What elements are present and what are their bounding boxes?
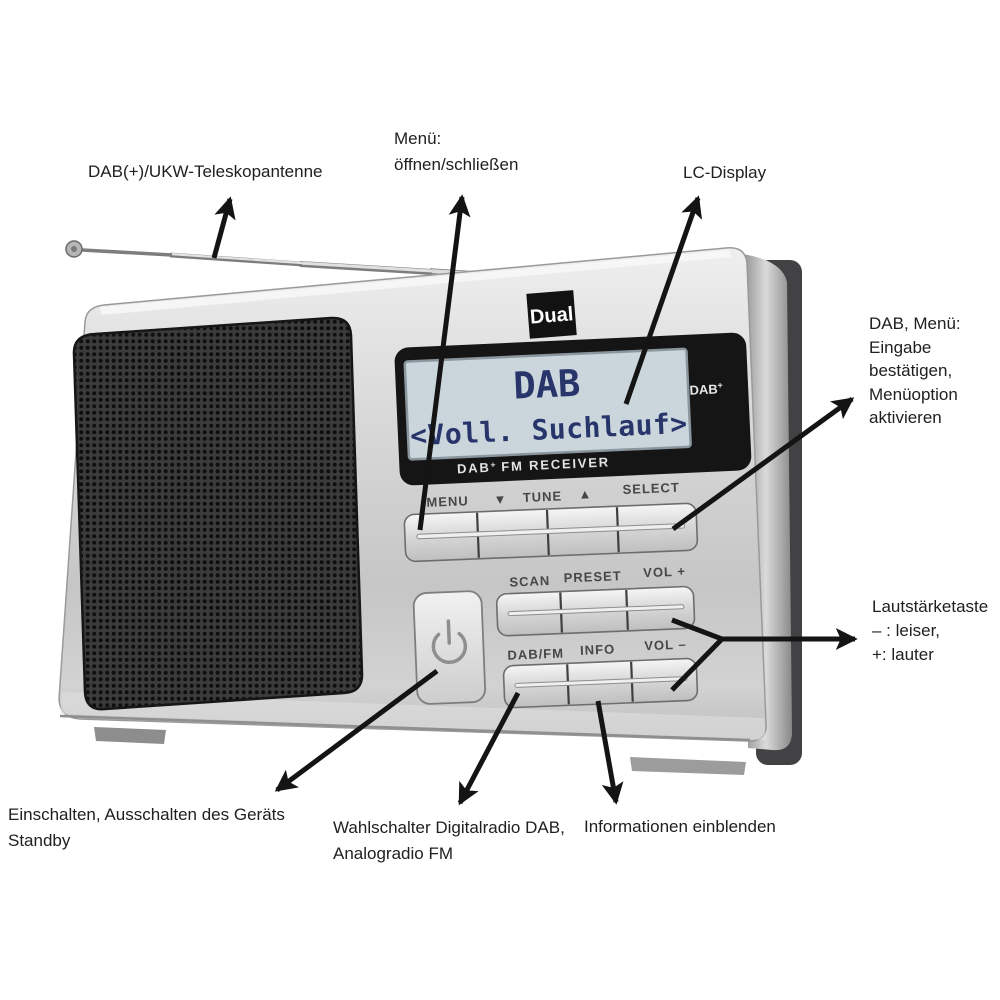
row2-rocker — [495, 585, 696, 637]
vol-minus-button-label: VOL – — [644, 637, 687, 654]
label-mode-switch: Wahlschalter Digitalradio DAB, Analograd… — [333, 815, 565, 867]
receiver-caption-sup: + — [490, 459, 497, 469]
scan-button[interactable] — [496, 592, 562, 637]
label-volume-line3: +: lauter — [872, 645, 934, 664]
front-bottom-edge — [59, 714, 751, 742]
speaker-grille — [72, 316, 364, 711]
vol-minus-button[interactable] — [631, 658, 698, 703]
tune-label: TUNE — [522, 488, 562, 505]
lcd-screen — [403, 347, 692, 461]
display-panel: DAB <Voll. Suchlauf> DAB+ DAB+FM RECEIVE… — [394, 332, 752, 486]
power-arrow — [274, 668, 439, 793]
select-arrow — [671, 396, 855, 532]
label-mode-line2: Analogradio FM — [333, 844, 454, 863]
info-button[interactable] — [567, 661, 633, 706]
label-select-line4: Menüoption — [869, 384, 958, 404]
preset-button[interactable] — [560, 589, 628, 634]
label-power-line2: Standby — [8, 831, 71, 850]
preset-button-label: PRESET — [563, 568, 622, 585]
brand-logo: Dual — [526, 290, 577, 339]
menu-button-label: MENU — [426, 493, 469, 510]
label-volume-line1: Lautstärketaste — [872, 597, 989, 616]
label-antenna-line: DAB(+)/UKW-Teleskopantenne — [88, 162, 323, 181]
tune-down-label: ▼ — [493, 492, 507, 508]
receiver-caption-post: FM RECEIVER — [501, 454, 610, 474]
select-button-label: SELECT — [622, 480, 680, 497]
info-button-label: INFO — [580, 641, 616, 657]
dab-plus-badge: DAB+ — [689, 380, 723, 398]
label-power-line1: Einschalten, Ausschalten des Geräts — [8, 805, 285, 824]
tune-rocker — [403, 502, 699, 563]
label-select-line3: bestätigen, — [869, 361, 953, 380]
label-volume-keys: Lautstärketaste – : leiser, +: lauter — [872, 595, 988, 667]
dab-plus-badge-text: DAB — [689, 381, 718, 397]
dab-fm-button-label: DAB/FM — [507, 645, 564, 662]
vol-plus-button-label: VOL + — [643, 564, 686, 581]
label-select-line2: Eingabe — [869, 337, 932, 357]
receiver-caption-pre: DAB — [457, 460, 491, 477]
label-show-info-line: Informationen einblenden — [584, 817, 776, 836]
select-button[interactable] — [617, 503, 698, 553]
annotation-arrows — [211, 194, 858, 806]
menu-arrow — [417, 194, 471, 531]
menu-button[interactable] — [404, 512, 479, 562]
row3-rocker — [502, 657, 699, 709]
brand-logo-text: Dual — [529, 303, 574, 328]
dab-fm-arrow — [457, 691, 521, 806]
label-select-line5: aktivieren — [869, 408, 942, 427]
label-power-standby: Einschalten, Ausschalten des Geräts Stan… — [8, 802, 285, 854]
antenna-arrow — [211, 196, 236, 259]
receiver-caption: DAB+ FM RECEIVER — [457, 454, 611, 476]
lcd-line1: DAB — [512, 362, 581, 408]
label-menu-line1: Menü: — [394, 129, 442, 148]
power-button[interactable] — [412, 590, 487, 705]
tune-up-button[interactable] — [547, 506, 619, 556]
radio-foot-left — [94, 727, 166, 744]
label-antenna: DAB(+)/UKW-Teleskopantenne — [88, 160, 323, 184]
control-area: MENU ▼ TUNE ▲ SELECT SCAN PRESET VOL + — [403, 480, 699, 709]
front-bottom-band — [60, 692, 766, 740]
lcd-arrow — [623, 195, 703, 405]
label-show-info: Informationen einblenden — [584, 815, 776, 839]
label-menu-line2: öffnen/schließen — [394, 155, 519, 174]
tune-up-label: ▲ — [578, 486, 592, 502]
label-volume-line2: – : leiser, — [872, 621, 941, 640]
front-top-highlight — [100, 250, 731, 315]
label-mode-line1: Wahlschalter Digitalradio DAB, — [333, 818, 565, 837]
power-icon — [431, 619, 468, 665]
dab-plus-badge-sup: + — [717, 380, 723, 390]
radio-foot-right — [630, 757, 746, 775]
tune-down-button[interactable] — [477, 509, 549, 559]
label-lc-display: LC-Display — [683, 161, 766, 185]
label-select-function: DAB, Menü: Eingabe bestätigen, Menüoptio… — [869, 312, 961, 430]
label-menu: Menü: öffnen/schließen — [394, 126, 518, 178]
label-select-line1: DAB, Menü: — [869, 314, 961, 333]
info-arrow — [595, 700, 624, 805]
scan-button-label: SCAN — [509, 573, 550, 590]
label-lc-display-line: LC-Display — [683, 163, 767, 182]
